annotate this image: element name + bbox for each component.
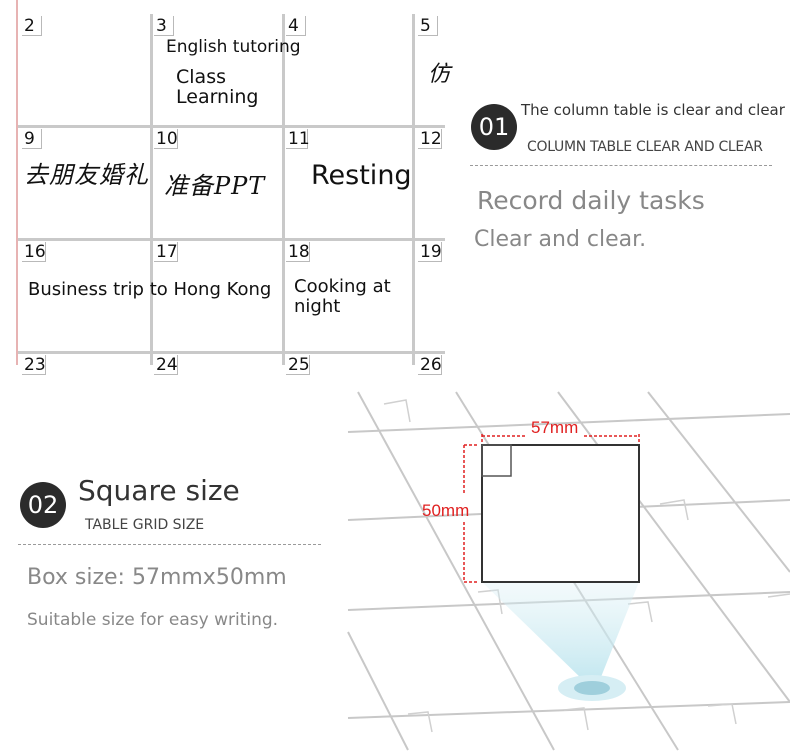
projection-beam [482,582,639,682]
grid-cell-day-corner [481,444,512,477]
grid-tabs [383,399,790,733]
day-number: 24 [154,355,178,375]
width-label: 57mm [531,418,578,437]
section1-title: The column table is clear and clear [521,101,785,119]
beam-spot-inner [574,681,610,695]
day-number: 12 [418,129,442,149]
day-number: 3 [154,16,174,36]
section-number-badge: 01 [471,104,517,150]
note-partial-handwriting: 仿 [428,62,452,87]
section2-title: Square size [78,474,240,507]
day-number: 2 [22,16,42,36]
day-number: 26 [418,355,442,375]
note-cooking-1: Cooking at [294,276,391,297]
grid-line [18,351,445,354]
grid-line [412,14,415,365]
day-number: 11 [286,129,310,149]
section1-subtitle: COLUMN TABLE CLEAR AND CLEAR [527,139,763,155]
note-cooking-2: night [294,296,341,317]
grid-line [282,14,285,365]
height-dimension-line [463,444,478,583]
day-number: 25 [286,355,310,375]
day-number: 19 [418,242,442,262]
note-business-trip: Business trip to Hong Kong [28,279,272,300]
day-number: 5 [418,16,438,36]
note-class-learning-1: Class [176,66,226,88]
grid-line [18,125,445,128]
day-number: 16 [22,242,46,262]
divider [470,165,772,166]
note-prepare-ppt-handwriting: 准备PPT [164,172,266,200]
section1-line1: Record daily tasks [477,186,705,215]
divider [18,544,321,545]
calendar-left-margin-line [16,0,18,365]
section-number-badge: 02 [20,482,66,528]
note-resting: Resting [311,160,412,191]
grid-size-diagram: 57mm 50mm [347,391,790,751]
section1-line2: Clear and clear. [474,227,647,252]
day-number: 9 [22,129,42,149]
calendar-photo: 2 3 4 5 9 10 11 12 16 17 18 19 23 24 25 … [0,0,450,375]
section2-line2: Suitable size for easy writing. [27,610,279,630]
height-label: 50mm [422,501,469,520]
grid-line [18,238,445,241]
section2-line1: Box size: 57mmx50mm [27,565,287,590]
day-number: 10 [154,129,178,149]
day-number: 4 [286,16,306,36]
section2-subtitle: TABLE GRID SIZE [85,517,205,533]
grid-cell-box [481,444,640,583]
grid-size-illustration: 57mm 50mm [347,391,790,751]
day-number: 18 [286,242,310,262]
note-wedding-handwriting: 去朋友婚礼 [24,161,149,189]
day-number: 23 [22,355,46,375]
note-class-learning-2: Learning [176,86,259,108]
grid-line [150,14,153,365]
note-english-tutoring: English tutoring [166,37,301,57]
day-number: 17 [154,242,178,262]
